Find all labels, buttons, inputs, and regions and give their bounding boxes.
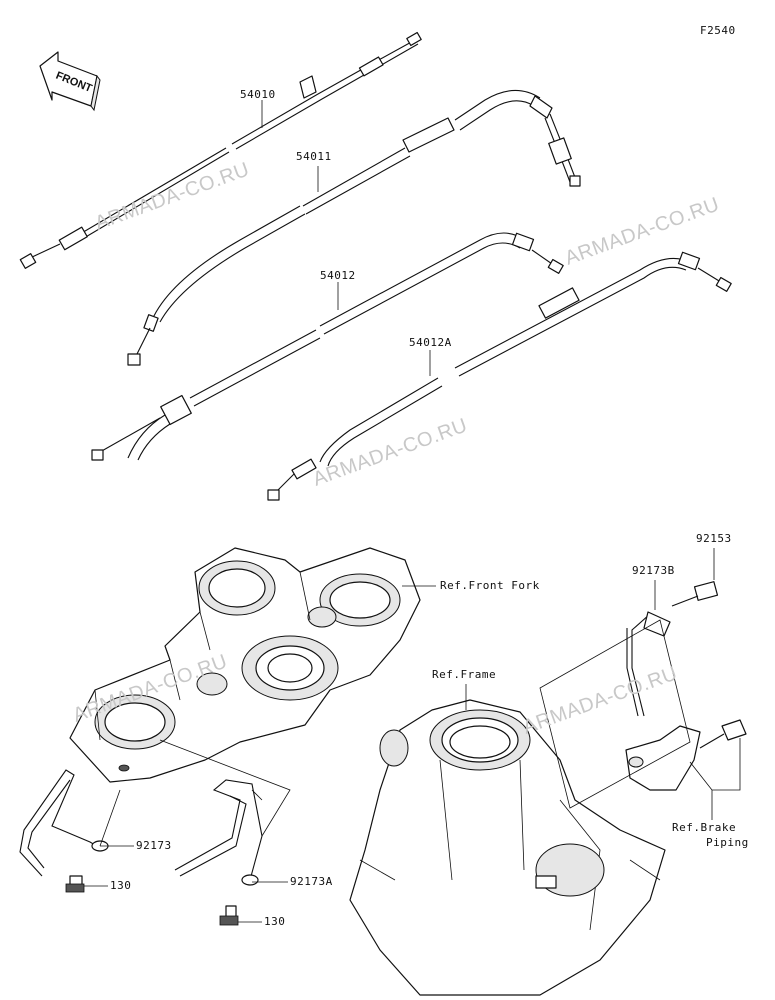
leader-diamond: [539, 619, 691, 809]
label-92173a: 92173A: [290, 875, 333, 888]
label-ref-brake-2: Piping: [706, 836, 749, 849]
label-54012: 54012: [320, 269, 356, 282]
cable-54012a: [267, 251, 732, 501]
screw-130-a: [65, 875, 85, 893]
label-92153: 92153: [696, 532, 732, 545]
label-54010: 54010: [240, 88, 276, 101]
label-ref-brake-1: Ref.Brake: [672, 821, 737, 834]
label-130-b: 130: [264, 915, 286, 928]
cable-54012: [91, 232, 564, 461]
brake-bracket: [625, 719, 747, 791]
leader-clamp-pair: [99, 739, 291, 847]
label-92173: 92173: [136, 839, 172, 852]
screw-130-b: [219, 905, 239, 926]
cable-54011: [127, 89, 581, 366]
label-54011: 54011: [296, 150, 332, 163]
upper-triple-clamp: [69, 547, 421, 783]
frame-head: [349, 699, 666, 996]
label-ref-frame: Ref.Frame: [432, 668, 497, 681]
figure-code: F2540: [700, 24, 736, 37]
label-ref-front-fork: Ref.Front Fork: [440, 579, 540, 592]
clamp-92173: [19, 769, 109, 877]
label-92173b: 92173B: [632, 564, 675, 577]
label-54012a: 54012A: [409, 336, 452, 349]
leader-ref-brake: [689, 738, 741, 820]
cable-54010: [19, 31, 422, 269]
front-arrow-icon: FRONT: [39, 51, 101, 112]
bolt-92153: [671, 581, 719, 607]
label-130-a: 130: [110, 879, 132, 892]
clamp-92173a: [174, 779, 263, 886]
